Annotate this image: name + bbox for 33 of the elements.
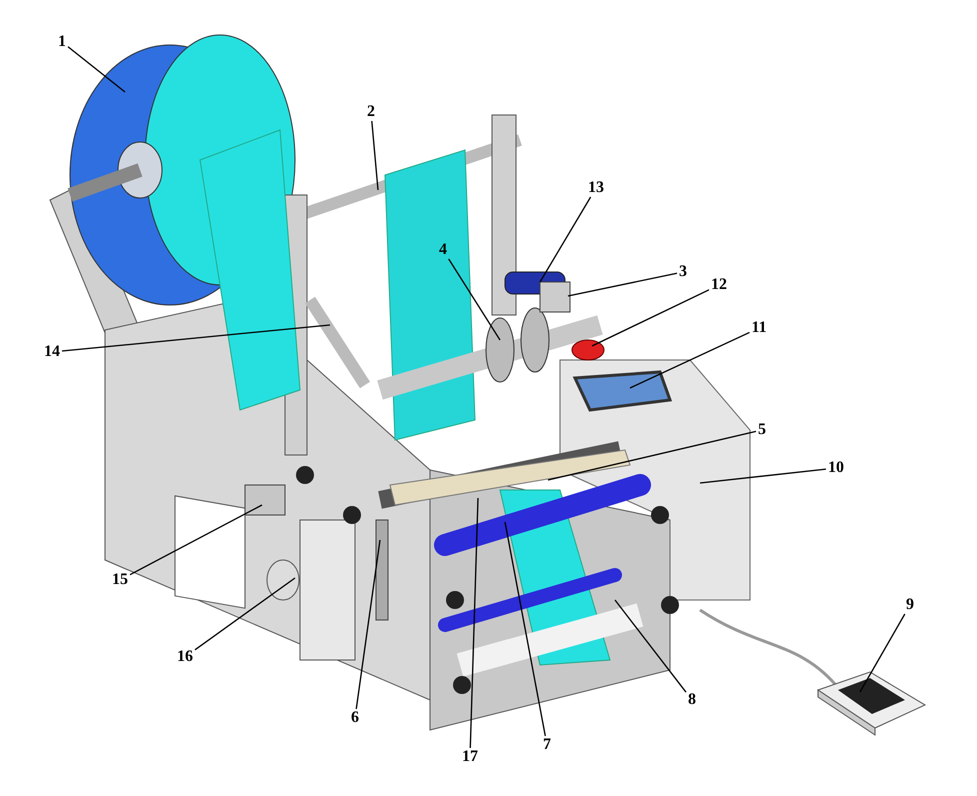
leader-line [700,468,826,484]
leader-line [568,272,678,297]
callout-number: 4 [437,241,449,259]
leader-line [614,600,687,693]
callout-number: 5 [756,421,768,439]
callout-number: 6 [349,709,361,727]
leader-line [130,504,262,576]
callout-number: 16 [175,648,195,666]
callout-number: 12 [709,276,729,294]
leader-line [859,614,906,692]
callout-number: 3 [677,263,689,281]
callout-number: 17 [460,748,480,766]
leader-line [371,120,379,190]
callout-number: 2 [365,103,377,121]
callout-number: 9 [904,596,916,614]
callout-number: 8 [686,691,698,709]
leader-line [62,324,330,352]
leader-line [470,498,479,748]
leader-line [504,522,546,736]
leader-line [194,577,296,650]
callout-number: 11 [750,319,769,337]
callout-number: 13 [586,179,606,197]
callout-number: 14 [42,343,62,361]
callout-number: 7 [541,736,553,754]
leader-line [448,258,501,340]
callout-number: 10 [826,459,846,477]
leader-line [539,196,592,282]
callout-number: 15 [110,571,130,589]
leader-line [356,540,381,710]
leader-line [630,332,750,389]
callout-number: 1 [56,33,68,51]
leader-line [592,289,710,347]
leader-line [68,46,126,92]
